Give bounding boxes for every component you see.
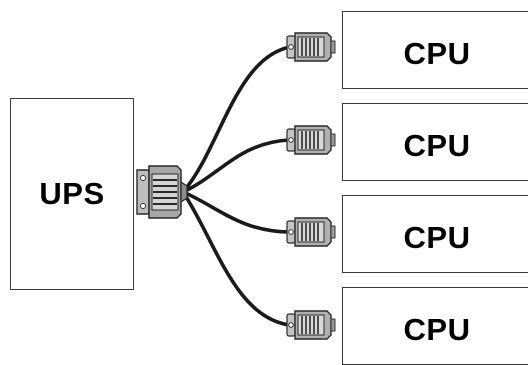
cpu-box-1: CPU [342, 11, 528, 89]
ups-box: UPS [10, 98, 134, 290]
cpu-connector-icon-1 [286, 32, 336, 62]
cpu-label-1: CPU [403, 36, 471, 71]
cable-to-cpu-1 [181, 45, 292, 194]
cpu-box-2: CPU [342, 103, 528, 181]
cpu-box-4: CPU [342, 287, 528, 365]
ups-label: UPS [39, 176, 105, 211]
cpu-label-3: CPU [403, 220, 471, 255]
cpu-label-4: CPU [403, 312, 471, 347]
cable-to-cpu-3 [181, 190, 292, 234]
cpu-box-3: CPU [342, 195, 528, 273]
cable-to-cpu-4 [181, 190, 292, 327]
cpu-connector-icon-3 [286, 217, 336, 247]
cable-group [181, 45, 292, 327]
cpu-label-2: CPU [403, 128, 471, 163]
cable-to-cpu-2 [181, 138, 292, 194]
ups-connector-icon [136, 165, 188, 219]
cpu-connector-icon-2 [286, 125, 336, 155]
cpu-connector-icon-4 [286, 310, 336, 340]
